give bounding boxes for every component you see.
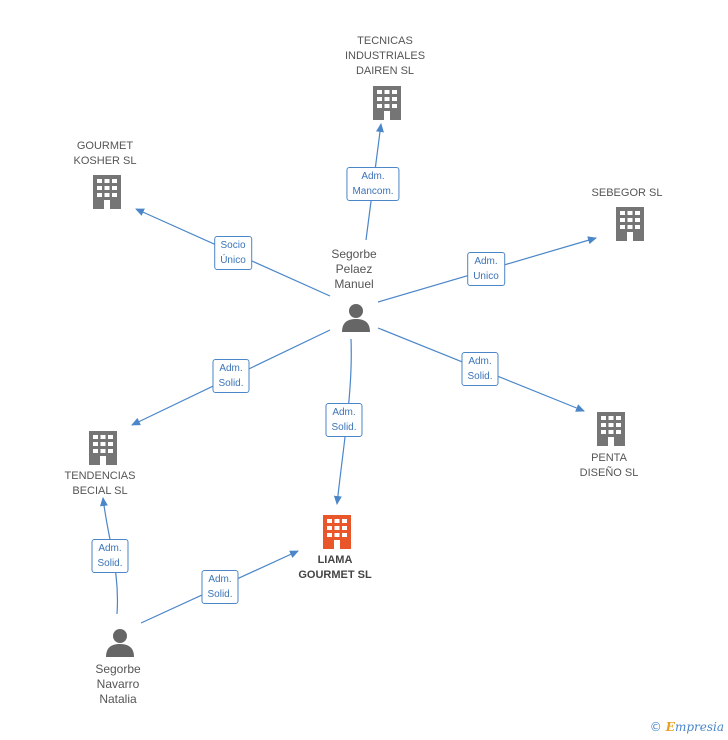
label-line: Segorbe — [331, 247, 377, 261]
edge-label-navarro-to-liama[interactable]: Adm. Solid. — [201, 570, 239, 604]
company-sebegor-icon[interactable] — [616, 207, 644, 241]
company-gourmet-kosher-icon[interactable] — [93, 175, 121, 209]
person-segorbe-navarro-icon[interactable] — [106, 629, 134, 657]
label-line: Solid. — [218, 378, 244, 389]
company-penta-label[interactable]: PENTA DISEÑO SL — [580, 451, 639, 481]
label-line: DAIREN SL — [355, 65, 415, 77]
company-sebegor-label[interactable]: SEBEGOR SL — [592, 186, 663, 201]
label-line: Solid. — [331, 422, 357, 433]
label-line: Solid. — [467, 371, 493, 382]
company-tendencias-icon[interactable] — [89, 431, 117, 465]
label-line: KOSHER SL — [73, 155, 137, 167]
label-line: PENTA — [591, 452, 627, 464]
label-line: BECIAL SL — [72, 485, 128, 497]
company-penta-icon[interactable] — [597, 412, 625, 446]
company-tecnicas-label[interactable]: TECNICAS INDUSTRIALES DAIREN SL — [345, 34, 425, 79]
label-line: Adm. — [332, 407, 356, 418]
edge-label-to-sebegor[interactable]: Adm. Unico — [467, 252, 505, 286]
label-line: LIAMA — [317, 554, 353, 566]
label-line: Solid. — [97, 558, 123, 569]
label-line: DISEÑO SL — [579, 467, 639, 479]
label-line: SEBEGOR SL — [591, 187, 663, 199]
label-line: Navarro — [96, 677, 140, 691]
label-line: Mancom. — [352, 186, 394, 197]
empresia-brand: ©Empresia — [650, 720, 724, 734]
brand-first-letter: E — [665, 720, 675, 734]
label-line: Adm. — [474, 256, 498, 267]
label-line: Adm. — [98, 543, 122, 554]
copyright-icon: © — [649, 720, 662, 734]
company-gourmet-kosher-label[interactable]: GOURMET KOSHER SL — [74, 139, 137, 169]
label-line: Pelaez — [335, 262, 373, 276]
label-line: Adm. — [208, 574, 232, 585]
label-line: TENDENCIAS — [64, 470, 136, 482]
label-line: INDUSTRIALES — [344, 50, 426, 62]
edge-label-to-tendencias[interactable]: Adm. Solid. — [212, 359, 250, 393]
label-line: Segorbe — [95, 662, 141, 676]
label-line: Unico — [473, 271, 499, 282]
label-line: Manuel — [334, 277, 374, 291]
label-line: Socio — [220, 240, 246, 251]
edge-label-to-liama[interactable]: Adm. Solid. — [325, 403, 363, 437]
label-line: Adm. — [219, 363, 243, 374]
brand-name-rest: mpresia — [674, 720, 724, 734]
label-line: Natalia — [99, 692, 137, 706]
edge-label-to-penta[interactable]: Adm. Solid. — [461, 352, 499, 386]
company-liama-label[interactable]: LIAMA GOURMET SL — [298, 553, 371, 583]
label-line: Solid. — [207, 589, 233, 600]
company-tecnicas-icon[interactable] — [373, 86, 401, 120]
label-line: Adm. — [361, 171, 385, 182]
label-line: TECNICAS — [357, 35, 413, 47]
company-tendencias-label[interactable]: TENDENCIAS BECIAL SL — [65, 469, 136, 499]
edge-label-to-tecnicas[interactable]: Adm. Mancom. — [346, 167, 400, 201]
label-line: Único — [220, 255, 246, 266]
label-line: GOURMET — [76, 140, 134, 152]
label-line: GOURMET SL — [298, 569, 372, 581]
edge-label-navarro-to-tendencias[interactable]: Adm. Solid. — [91, 539, 129, 573]
person-segorbe-pelaez-icon[interactable] — [342, 304, 370, 332]
label-line: Adm. — [468, 356, 492, 367]
company-liama-icon[interactable] — [323, 515, 351, 549]
